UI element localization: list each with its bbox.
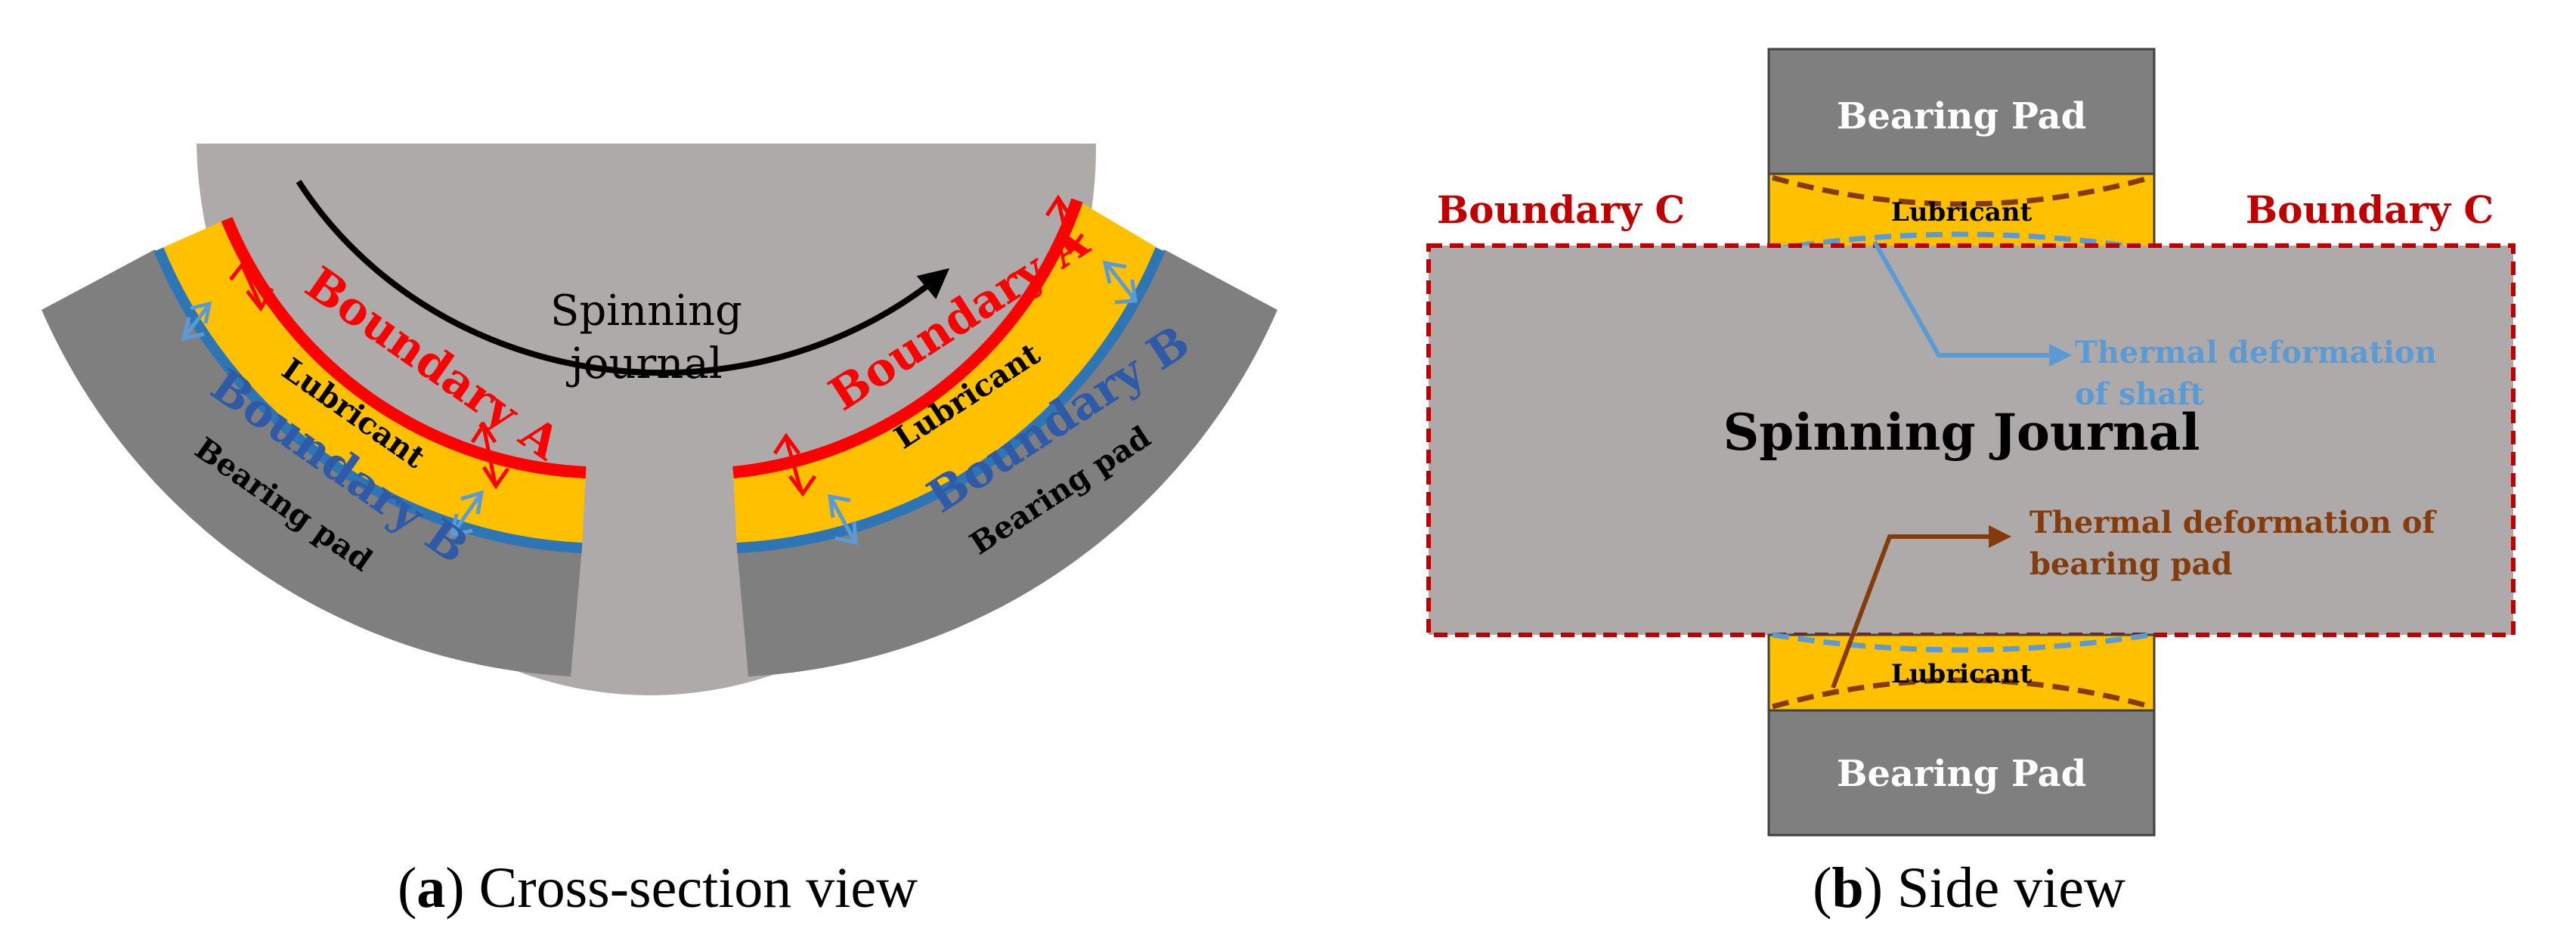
journal-label-line1: Spinning [550, 286, 742, 336]
shaft-deformation-label-line2: of shaft [2075, 376, 2205, 412]
top-bearing-pad-label: Bearing Pad [1837, 95, 2086, 138]
right-bearing-pad-shape [737, 249, 1277, 676]
caption-a: (a) Cross-section view [398, 856, 918, 920]
bottom-lubricant-label: Lubricant [1891, 659, 2033, 689]
top-pad-deformation-curve [1772, 175, 2151, 207]
top-bearing-pad-shape [1767, 48, 2156, 175]
rotation-arrow [296, 179, 950, 376]
bottom-bearing-pad-label: Bearing Pad [1837, 753, 2086, 795]
right-boundary-a-arrows [772, 194, 1085, 497]
shaft-deformation-label-line1: Thermal deformation [2075, 335, 2437, 370]
side-spinning-journal-shape [1426, 243, 2516, 637]
top-shaft-deformation-curve [1772, 231, 2151, 252]
right-boundary-a-line [732, 198, 1083, 478]
side-journal-label: Spinning Journal [1723, 403, 2200, 462]
boundary-c-right-label: Boundary C [2246, 187, 2494, 232]
panel-a-cross-section: Boundary A Lubricant Boundary B Bearing … [42, 143, 1277, 695]
bottom-shaft-deformation-curve [1772, 632, 2151, 653]
left-boundary-b-arrows [181, 301, 485, 538]
pad-deformation-label-line1: Thermal deformation of [2030, 505, 2437, 540]
panel-b-side-view: Bearing Pad Lubricant Spinning Journal L… [1426, 48, 2516, 837]
pad-deformation-leader [1831, 525, 2011, 689]
top-lubricant-label: Lubricant [1891, 197, 2033, 227]
left-bearing-pad-assembly: Boundary A Lubricant Boundary B Bearing … [42, 216, 587, 676]
right-boundary-b-arrows [828, 260, 1138, 546]
right-lubricant-shape [733, 200, 1160, 548]
caption-b: (b) Side view [1813, 856, 2126, 920]
left-boundary-a-line [221, 216, 587, 478]
right-boundary-b-line [736, 247, 1166, 553]
bottom-bearing-pad-shape [1767, 709, 2156, 837]
left-boundary-a-arrows [229, 259, 510, 490]
bottom-pad-deformation-curve [1772, 677, 2151, 710]
journal-label-line2: journal [565, 339, 722, 388]
boundary-c-left-label: Boundary C [1437, 187, 1685, 232]
shaft-deformation-leader [1872, 240, 2072, 367]
pad-deformation-label-line2: bearing pad [2030, 546, 2232, 582]
left-bearing-pad-shape [42, 249, 582, 676]
